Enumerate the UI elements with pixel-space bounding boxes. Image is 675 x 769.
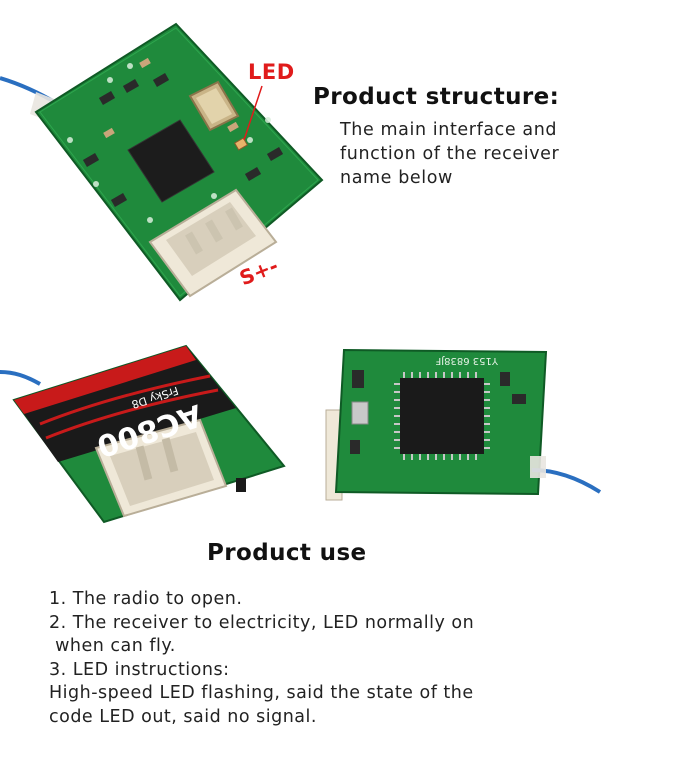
use-line: 3. LED instructions: [49, 659, 230, 680]
product-use-instructions: 1. The radio to open. 2. The receiver to… [49, 588, 649, 730]
main-chip [127, 119, 215, 203]
led-label: LED [248, 60, 295, 84]
chip-marking-text: Y153 6838JF [435, 355, 498, 366]
qfp-chip [394, 372, 490, 460]
led-component [233, 137, 249, 151]
structure-line: name below [340, 168, 453, 188]
ac800-sticker [14, 346, 236, 462]
use-line: 1. The radio to open. [49, 589, 243, 609]
use-line: High-speed LED flashing, said the state … [49, 683, 474, 704]
antenna-wire-left [0, 370, 41, 386]
product-use-heading: Product use [207, 540, 367, 566]
product-structure-heading: Product structure: [313, 84, 560, 110]
use-line: when can fly. [49, 636, 176, 657]
structure-line: function of the receiver [340, 144, 560, 164]
product-structure-description: The main interface and function of the r… [340, 118, 640, 190]
structure-line: The main interface and [340, 120, 558, 140]
use-line: code LED out, said no signal. [49, 706, 317, 727]
use-line: 2. The receiver to electricity, LED norm… [49, 612, 475, 633]
